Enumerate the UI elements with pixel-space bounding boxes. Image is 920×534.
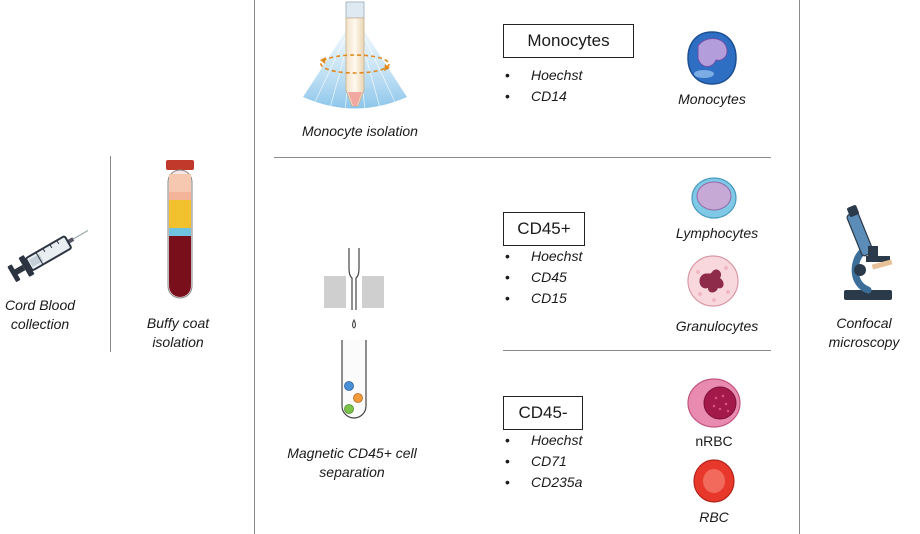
microscope-icon [844,205,893,300]
marker-item: Hoechst [503,430,582,451]
nrbc-cell-label: nRBC [695,433,733,449]
granulocyte-cell-icon [687,255,739,307]
marker-item: CD235a [503,472,582,493]
lymphocytes-cell-label: Lymphocytes [675,225,759,241]
rbc-cell-label: RBC [699,509,729,525]
buffy-coat-label: Buffy coat isolation [146,315,210,350]
divider-left-short [110,156,111,352]
cord-blood-label: Cord Blood collection [4,297,76,332]
marker-item: CD71 [503,451,582,472]
monocytes-cell-label: Monocytes [678,91,746,107]
marker-item: CD45 [503,267,582,288]
syringe-icon [7,229,89,282]
marker-item: CD15 [503,288,582,309]
divider-main-left [254,0,255,534]
confocal-microscopy-label: Confocal microscopy [828,315,900,350]
lymphocyte-cell-icon [691,177,737,219]
cd45-negative-marker-list: Hoechst CD71 CD235a [503,430,582,493]
nrbc-cell-icon [687,378,741,428]
magnetic-separation-label: Magnetic CD45+ cell separation [287,445,417,480]
marker-item: Hoechst [503,246,582,267]
monocytes-box: Monocytes [503,24,634,58]
cd45-positive-marker-list: Hoechst CD45 CD15 [503,246,582,309]
divider-horizontal-top [274,157,771,158]
rbc-cell-icon [693,459,735,503]
monocyte-isolation-label: Monocyte isolation [302,123,418,139]
granulocytes-cell-label: Granulocytes [675,318,759,334]
monocyte-cell-icon [687,31,737,85]
monocyte-isolation-icon [303,1,407,111]
magnetic-separation-icon [324,248,384,419]
divider-main-right [799,0,800,534]
marker-item: CD14 [503,86,582,107]
cd45-positive-box: CD45+ [503,212,585,246]
monocytes-marker-list: Hoechst CD14 [503,65,582,107]
marker-item: Hoechst [503,65,582,86]
divider-horizontal-bottom [503,350,771,351]
cd45-negative-box: CD45- [503,396,583,430]
blood-tube-icon [166,160,194,299]
